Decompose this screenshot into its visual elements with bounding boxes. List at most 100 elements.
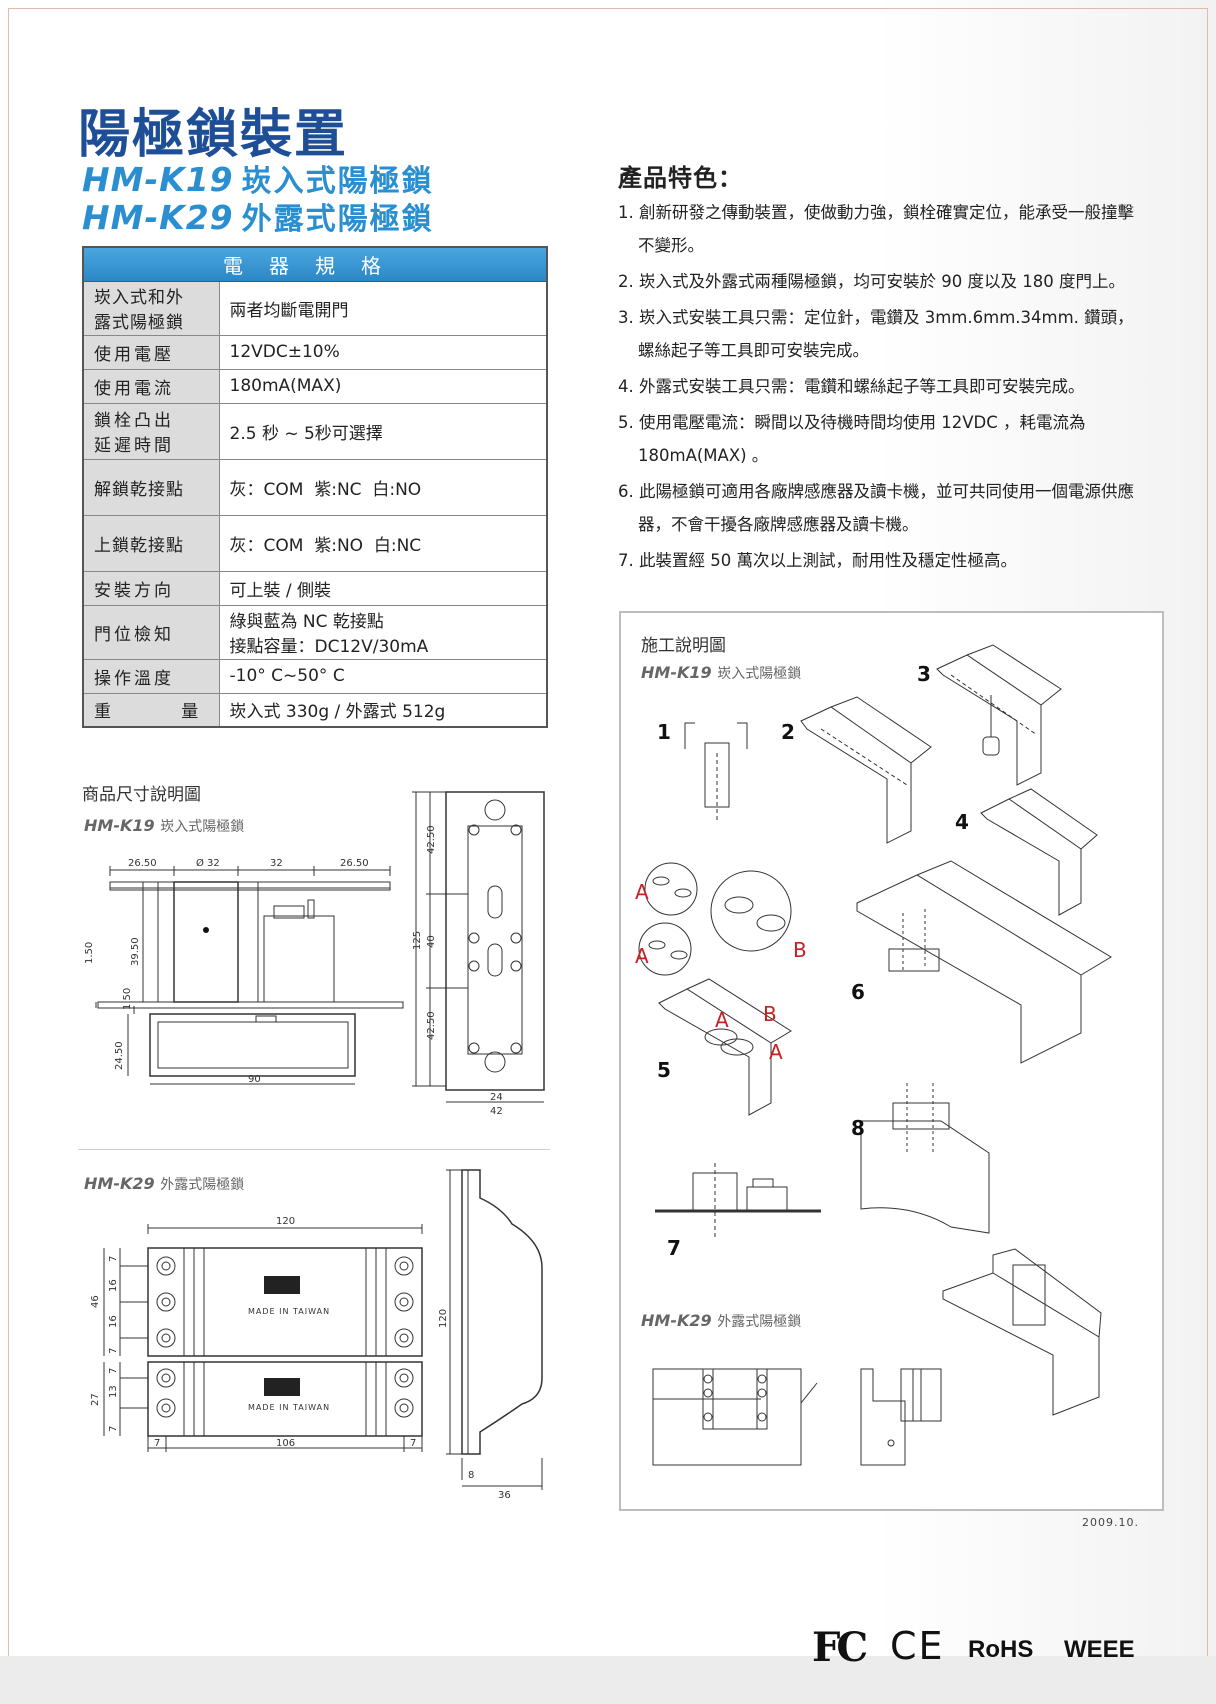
model-name: 外露式陽極鎖: [717, 1314, 802, 1330]
table-row: 崁入式和外 露式陽極鎖兩者均斷電開門: [83, 280, 547, 335]
k19-dimension-drawing: 26.50 Ø 32 32 26.50 39.50 1.50 1.50 24.5…: [84, 857, 404, 1085]
spec-table-header: 電器規格: [83, 247, 547, 282]
spec-label: 上鎖乾接點: [83, 514, 220, 571]
spec-label: 鎖栓凸出 延遲時間: [83, 402, 220, 459]
spec-value: 兩者均斷電開門: [219, 280, 547, 335]
dim-label: 26.50: [340, 858, 369, 869]
model-code: HM-K19: [641, 663, 712, 682]
dim-label: 7: [410, 1438, 416, 1449]
marker-label: A: [769, 1040, 783, 1064]
model-code: HM-K29: [84, 1174, 155, 1193]
dim-label: 42.50: [426, 825, 437, 854]
model-name: 外露式陽極鎖: [241, 202, 434, 237]
spec-label: 解鎖乾接點: [83, 458, 220, 515]
dim-label: 16: [108, 1279, 119, 1292]
spec-value: -10° C~50° C: [219, 658, 547, 693]
k29-dimension-drawing: MADE IN TAIWAN MADE IN TAIWAN 120 7 16 1…: [90, 1216, 423, 1452]
spec-label: 門位檢知: [83, 604, 220, 659]
table-row: 操作溫度-10° C~50° C: [83, 658, 547, 693]
spec-value: 崁入式 330g / 外露式 512g: [219, 692, 547, 727]
dim-label: 24: [490, 1092, 503, 1103]
dim-label: 26.50: [128, 858, 157, 869]
spec-label: 使用電流: [83, 368, 220, 403]
dim-label: 120: [438, 1309, 449, 1328]
dim-label: 32: [270, 858, 283, 869]
list-item: 3. 崁入式安裝工具只需：定位針，電鑽及 3mm.6mm.34mm. 鑽頭，螺絲…: [618, 308, 1134, 360]
dim-label: 13: [108, 1385, 119, 1398]
dim-label: 1.50: [122, 988, 133, 1010]
marker-label: A: [635, 880, 649, 904]
marker-label: A: [715, 1008, 729, 1032]
spec-value: 綠與藍為 NC 乾接點 接點容量：DC12V/30mA: [219, 604, 547, 659]
step-number: 6: [851, 980, 865, 1004]
installation-panel: 施工說明圖 HM-K19 崁入式陽極鎖: [619, 611, 1164, 1511]
marker-label: A: [635, 944, 649, 968]
spec-value: 2.5 秒 ~ 5秒可選擇: [219, 402, 547, 459]
spec-value: 12VDC±10%: [219, 334, 547, 369]
table-row: 安裝方向可上裝 / 側裝: [83, 570, 547, 605]
dim-label: 7: [108, 1348, 119, 1354]
step-number: 1: [657, 720, 671, 744]
dim-label: 42: [490, 1106, 503, 1117]
k19-side-drawing: 42.50 125 40 42.50 24 42: [412, 791, 545, 1117]
model-name: 崁入式陽極鎖: [717, 666, 802, 682]
marker-label: B: [763, 1002, 777, 1026]
list-item: 4. 外露式安裝工具只需：電鑽和螺絲起子等工具即可安裝完成。: [618, 377, 1085, 396]
dim-label: Ø 32: [196, 857, 220, 869]
list-item: 2. 崁入式及外露式兩種陽極鎖，均可安裝於 90 度以及 180 度門上。: [618, 272, 1125, 291]
ce-logo: CE: [890, 1624, 945, 1668]
list-item: 7. 此裝置經 50 萬次以上測試，耐用性及穩定性極高。: [618, 551, 1017, 570]
weee-logo: WEEE: [1064, 1636, 1135, 1663]
spec-value: 可上裝 / 側裝: [219, 570, 547, 605]
dim-label: 40: [426, 935, 437, 948]
dim-label: 120: [276, 1216, 295, 1227]
spec-label: 崁入式和外 露式陽極鎖: [83, 280, 220, 335]
step-number: 5: [657, 1058, 671, 1082]
install-section-title: 施工說明圖: [641, 636, 726, 656]
step-number: 4: [955, 810, 969, 834]
dim-label: 24.50: [114, 1041, 125, 1070]
step-number: 8: [851, 1116, 865, 1140]
dim-label: 7: [108, 1256, 119, 1262]
made-in-taiwan: MADE IN TAIWAN: [248, 1307, 330, 1316]
footer-band: [0, 1656, 1216, 1704]
section-divider: [78, 1149, 550, 1150]
spec-value: 180mA(MAX): [219, 368, 547, 403]
step-number: 2: [781, 720, 795, 744]
model-name: 崁入式陽極鎖: [160, 819, 245, 835]
features-title: 產品特色：: [618, 164, 743, 192]
table-row: 重 量崁入式 330g / 外露式 512g: [83, 692, 547, 727]
spec-label: 重 量: [83, 692, 220, 727]
dim-k29-label: HM-K29 外露式陽極鎖: [84, 1174, 244, 1194]
dim-label: 125: [412, 931, 423, 950]
dim-label: 106: [276, 1438, 295, 1449]
list-item: 5. 使用電壓電流：瞬間以及待機時間均使用 12VDC ，耗電流為180mA(M…: [618, 413, 1086, 465]
page-title: 陽極鎖裝置: [78, 105, 349, 165]
spec-label: 操作溫度: [83, 658, 220, 693]
dim-label: 1.50: [84, 942, 95, 964]
spec-value: 灰：COM 紫:NC 白:NO: [219, 458, 547, 515]
step-number: 7: [667, 1236, 681, 1260]
step-number: 3: [917, 662, 931, 686]
document-date: 2009.10.: [1082, 1516, 1139, 1529]
dim-label: 27: [90, 1393, 101, 1406]
model-code: HM-K19: [84, 816, 155, 835]
model-name: 崁入式陽極鎖: [241, 164, 434, 199]
spec-value: 灰：COM 紫:NO 白:NC: [219, 514, 547, 571]
k29-side-drawing: 120 8 36: [438, 1169, 543, 1501]
install-k19-label: HM-K19 崁入式陽極鎖: [641, 663, 801, 683]
dim-label: 39.50: [130, 937, 141, 966]
marker-label: B: [793, 938, 807, 962]
install-k29-label: HM-K29 外露式陽極鎖: [641, 1311, 801, 1331]
dimension-section-title: 商品尺寸說明圖: [82, 785, 201, 805]
spec-label: 安裝方向: [83, 570, 220, 605]
spec-label: 使用電壓: [83, 334, 220, 369]
model-code: HM-K29: [82, 198, 234, 237]
dim-k19-label: HM-K19 崁入式陽極鎖: [84, 816, 244, 836]
